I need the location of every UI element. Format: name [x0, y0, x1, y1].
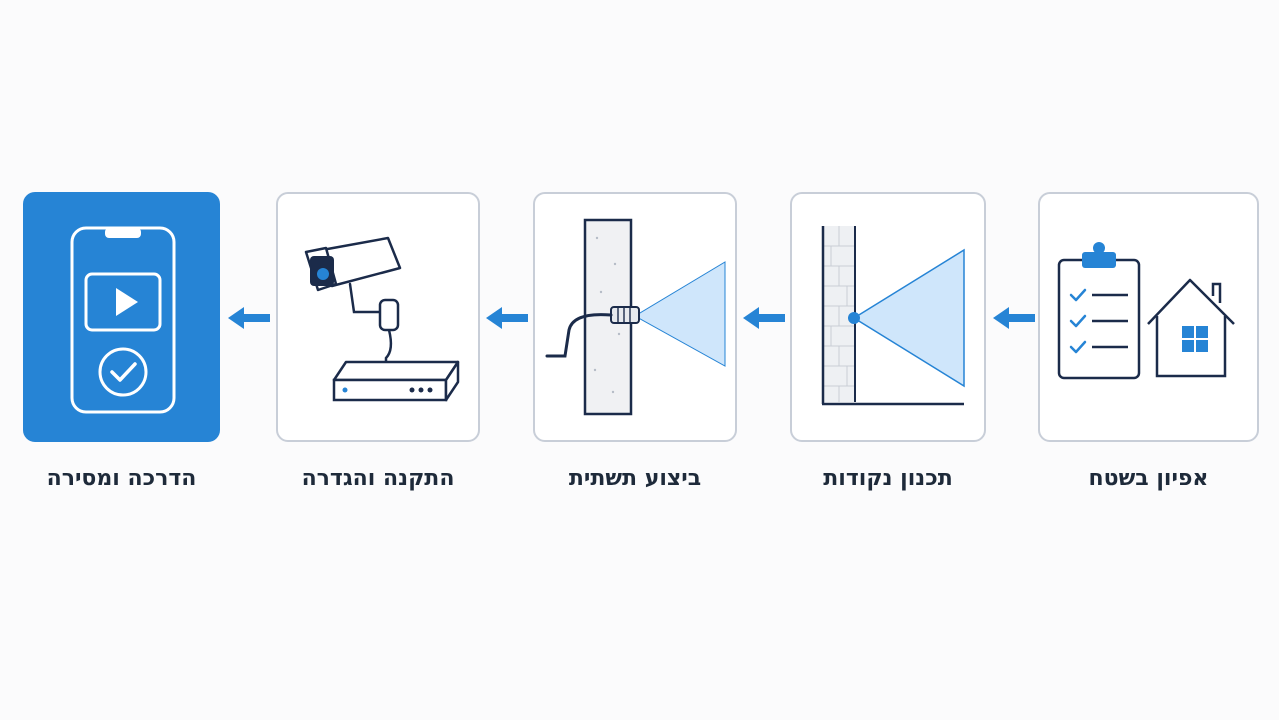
step-label-training: הדרכה ומסירה: [46, 466, 197, 491]
step-card-installation: [276, 192, 480, 442]
step-card-training: [23, 192, 220, 442]
arrow-left-icon: [743, 307, 785, 329]
clipboard-house-icon: [1057, 242, 1235, 380]
camera-nvr-icon: [304, 236, 460, 402]
step-card-infrastructure: [533, 192, 737, 442]
arrow-left-icon: [228, 307, 270, 329]
phone-app-icon: [70, 226, 176, 414]
arrow-left-icon: [993, 307, 1035, 329]
step-label-infrastructure: ביצוע תשתית: [568, 466, 702, 491]
step-card-point-planning: [790, 192, 986, 442]
step-card-field-characterization: [1038, 192, 1259, 442]
step-label-point-planning: תכנון נקודות: [823, 466, 953, 491]
step-label-installation: התקנה והגדרה: [301, 466, 455, 491]
wall-coverage-icon: [821, 226, 965, 406]
wall-cable-icon: [545, 218, 726, 416]
arrow-left-icon: [486, 307, 528, 329]
step-label-field-characterization: אפיון בשטח: [1088, 466, 1209, 491]
